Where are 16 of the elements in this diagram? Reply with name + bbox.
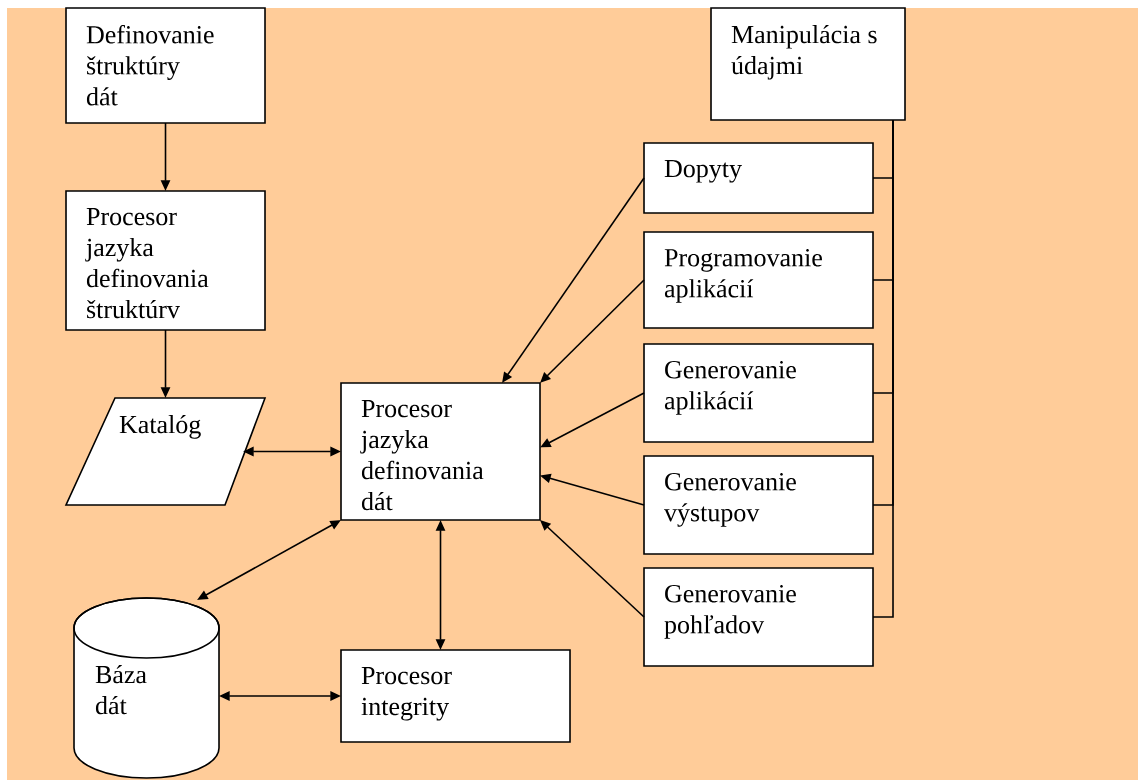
- process-box: Procesor integrity: [340, 649, 571, 743]
- arrow: [540, 520, 645, 618]
- connector-line: [872, 119, 894, 618]
- process-box: Definovanie štruktúry dát: [65, 7, 266, 124]
- arrow: [197, 520, 341, 600]
- process-box: Generovanie aplikácií: [643, 343, 874, 443]
- process-box: Generovanie výstupov: [643, 455, 874, 555]
- process-box: Generovanie pohľadov: [643, 567, 874, 667]
- process-box: Procesor jazyka definovania dát: [340, 382, 541, 521]
- process-box: Programovanie aplikácií: [643, 231, 874, 329]
- process-box: Dopyty: [643, 142, 874, 214]
- database-cylinder: Báza dát: [73, 597, 220, 779]
- process-box: Manipulácia s údajmi: [710, 7, 906, 121]
- arrow: [540, 279, 645, 383]
- arrow: [502, 177, 645, 383]
- process-box: Procesor jazyka definovania štruktúrv: [65, 190, 266, 331]
